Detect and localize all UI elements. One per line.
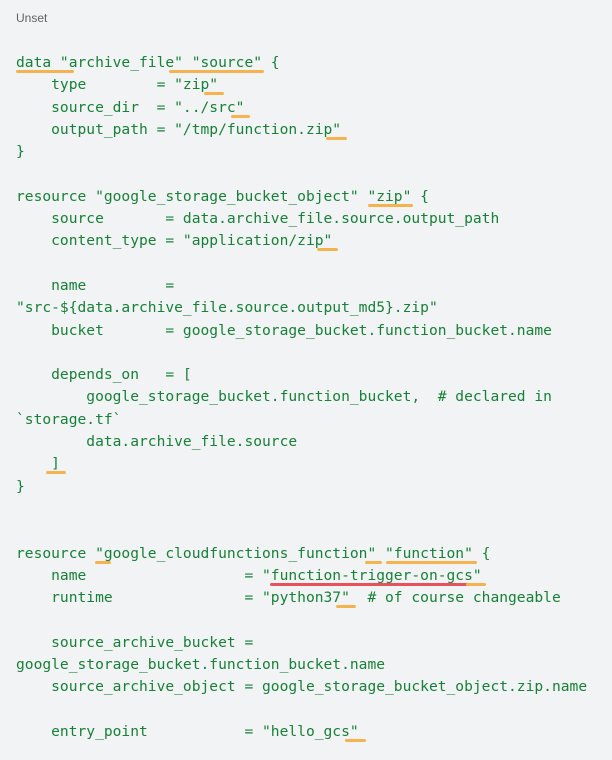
code-line xyxy=(16,163,587,185)
warning-underline[interactable] xyxy=(326,136,347,140)
code-line: source_archive_object = google_storage_b… xyxy=(16,678,588,696)
code-line: name = xyxy=(16,276,175,294)
warning-underline[interactable] xyxy=(169,70,264,73)
code-line xyxy=(16,253,587,275)
code-line: } xyxy=(16,477,25,495)
warning-underline[interactable] xyxy=(336,605,356,609)
code-line: } xyxy=(16,143,25,161)
warning-underline[interactable] xyxy=(466,582,486,586)
code-line: google_storage_bucket.function_bucket.na… xyxy=(16,656,386,674)
warning-underline[interactable] xyxy=(204,92,224,96)
warning-underline[interactable] xyxy=(231,114,250,118)
code-line: source = data.archive_file.source.output… xyxy=(16,210,500,228)
code-line: content_type = "application/zip" xyxy=(16,232,333,250)
code-line xyxy=(16,342,587,364)
warning-underline[interactable] xyxy=(317,248,338,252)
code-line: "src-${data.archive_file.source.output_m… xyxy=(16,299,438,317)
code-block[interactable]: data "archive_file" "source" { type = "z… xyxy=(16,52,587,743)
code-line: `storage.tf` xyxy=(16,410,122,428)
warning-underline[interactable] xyxy=(345,739,366,742)
code-line: runtime = "python37" # of course changea… xyxy=(16,589,561,607)
code-language-label: Unset xyxy=(16,11,48,25)
code-line: source_archive_bucket = xyxy=(16,633,254,651)
error-underline[interactable] xyxy=(270,582,470,586)
code-line: google_storage_bucket.function_bucket, #… xyxy=(16,388,552,406)
code-line: depends_on = [ xyxy=(16,366,192,384)
code-line xyxy=(16,520,587,542)
warning-underline[interactable] xyxy=(16,70,74,73)
code-line: ] xyxy=(16,455,60,473)
code-line: data "archive_file" "source" { xyxy=(16,54,280,71)
code-line: source_dir = "../src" xyxy=(16,98,245,116)
warning-underline[interactable] xyxy=(46,471,66,475)
warning-underline[interactable] xyxy=(386,560,477,564)
code-line: resource "google_cloudfunctions_function… xyxy=(16,544,491,562)
code-line: entry_point = "hello_gcs" xyxy=(16,722,359,740)
code-line: output_path = "/tmp/function.zip" xyxy=(16,120,342,138)
warning-underline[interactable] xyxy=(365,560,382,564)
code-line xyxy=(16,498,587,520)
code-line: name = "function-trigger-on-gcs" xyxy=(16,566,482,584)
code-line xyxy=(16,609,587,631)
code-line: data.archive_file.source xyxy=(16,433,298,451)
code-line xyxy=(16,699,587,721)
warning-underline[interactable] xyxy=(368,203,413,207)
code-line: resource "google_storage_bucket_object" … xyxy=(16,187,429,205)
code-line: bucket = google_storage_bucket.function_… xyxy=(16,321,552,339)
code-line: type = "zip" xyxy=(16,76,219,94)
warning-underline[interactable] xyxy=(95,560,111,564)
